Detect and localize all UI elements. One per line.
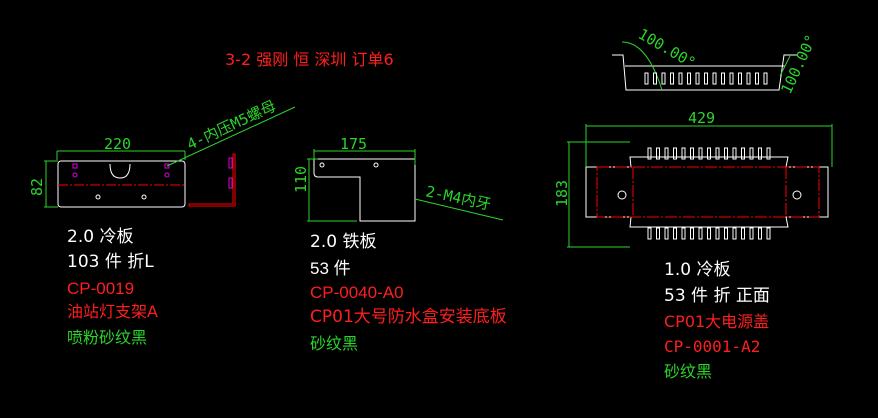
vent-slot (644, 72, 649, 85)
part3-angle-right: 100.00° (777, 32, 820, 97)
vent-slot (724, 227, 728, 240)
vent-slot (695, 72, 700, 85)
part3-width-dim: 429 (688, 109, 715, 127)
vent-slot (724, 147, 728, 160)
part1-height-dim: 82 (28, 178, 46, 196)
part2-qty: 53 件 (310, 259, 351, 278)
vent-slot (755, 72, 759, 85)
vent-slot (758, 147, 762, 160)
vent-slot (678, 72, 683, 85)
vent-slot (687, 72, 691, 85)
vent-slot (712, 72, 717, 85)
part3-name: CP01大电源盖 (664, 312, 770, 331)
vent-slot (656, 227, 660, 240)
part1-material: 2.0 冷板 (67, 227, 134, 247)
vent-slot (681, 147, 686, 160)
vent-slot (653, 72, 657, 85)
part1-code: CP-0019 (67, 279, 135, 298)
vent-slot (721, 72, 725, 85)
vent-slot (681, 227, 686, 240)
part3-height-dim: 183 (553, 180, 571, 207)
part3-finish: 砂纹黑 (664, 362, 713, 381)
vent-slot (698, 227, 703, 240)
vent-slot (673, 147, 677, 160)
part2-finish: 砂纹黑 (310, 334, 359, 353)
vent-slot (647, 147, 652, 160)
part2-material: 2.0 铁板 (310, 232, 377, 252)
vent-slot (715, 227, 720, 240)
part1-qty: 103 件 折L (67, 252, 154, 272)
part2-width-dim: 175 (340, 135, 367, 153)
vent-slot (732, 227, 737, 240)
part1-note: 4-内压M5螺母 (184, 97, 279, 154)
vent-slot (749, 227, 754, 240)
part2-code: CP-0040-A0 (310, 283, 404, 302)
vent-slot (707, 147, 711, 160)
part3-material: 1.0 冷板 (664, 260, 731, 280)
part1-width-dim: 220 (104, 135, 131, 153)
vent-slot (690, 227, 694, 240)
vent-slot (673, 227, 677, 240)
drawing-title: 3-2 强刚 恒 深圳 订单6 (225, 50, 394, 69)
vent-slot (758, 227, 762, 240)
part3-drawing: 100.00° 100.00° 429 183 (553, 25, 833, 248)
vent-slot (690, 147, 694, 160)
part2-drawing: 175 110 2-M4内牙 (292, 135, 504, 222)
vent-slot (715, 147, 720, 160)
vent-slot (763, 72, 768, 85)
part3-code: CP-0001-A2 (664, 337, 761, 356)
vent-slot (749, 147, 754, 160)
vent-slot (741, 227, 745, 240)
vent-slot (664, 147, 669, 160)
vent-slot (664, 227, 669, 240)
part3-angle-left: 100.00° (635, 25, 699, 72)
vent-slot (698, 147, 703, 160)
vent-slot (766, 147, 771, 160)
vent-slot (746, 72, 751, 85)
vent-slot (738, 72, 742, 85)
vent-slot (704, 72, 708, 85)
vent-slot (707, 227, 711, 240)
vent-slot (732, 147, 737, 160)
vent-slot (741, 147, 745, 160)
part1-name: 油站灯支架A (67, 302, 158, 321)
vent-slot (670, 72, 674, 85)
vent-slot (766, 227, 771, 240)
vent-slot (656, 147, 660, 160)
part2-height-dim: 110 (292, 166, 310, 193)
part1-finish: 喷粉砂纹黑 (67, 328, 148, 347)
part1-drawing: 220 82 4-内压M5螺母 (28, 97, 296, 208)
part2-name: CP01大号防水盒安装底板 (310, 307, 507, 327)
vent-slot (647, 227, 652, 240)
vent-slot (661, 72, 666, 85)
part3-qty: 53 件 折 正面 (664, 286, 770, 306)
vent-slot (729, 72, 734, 85)
